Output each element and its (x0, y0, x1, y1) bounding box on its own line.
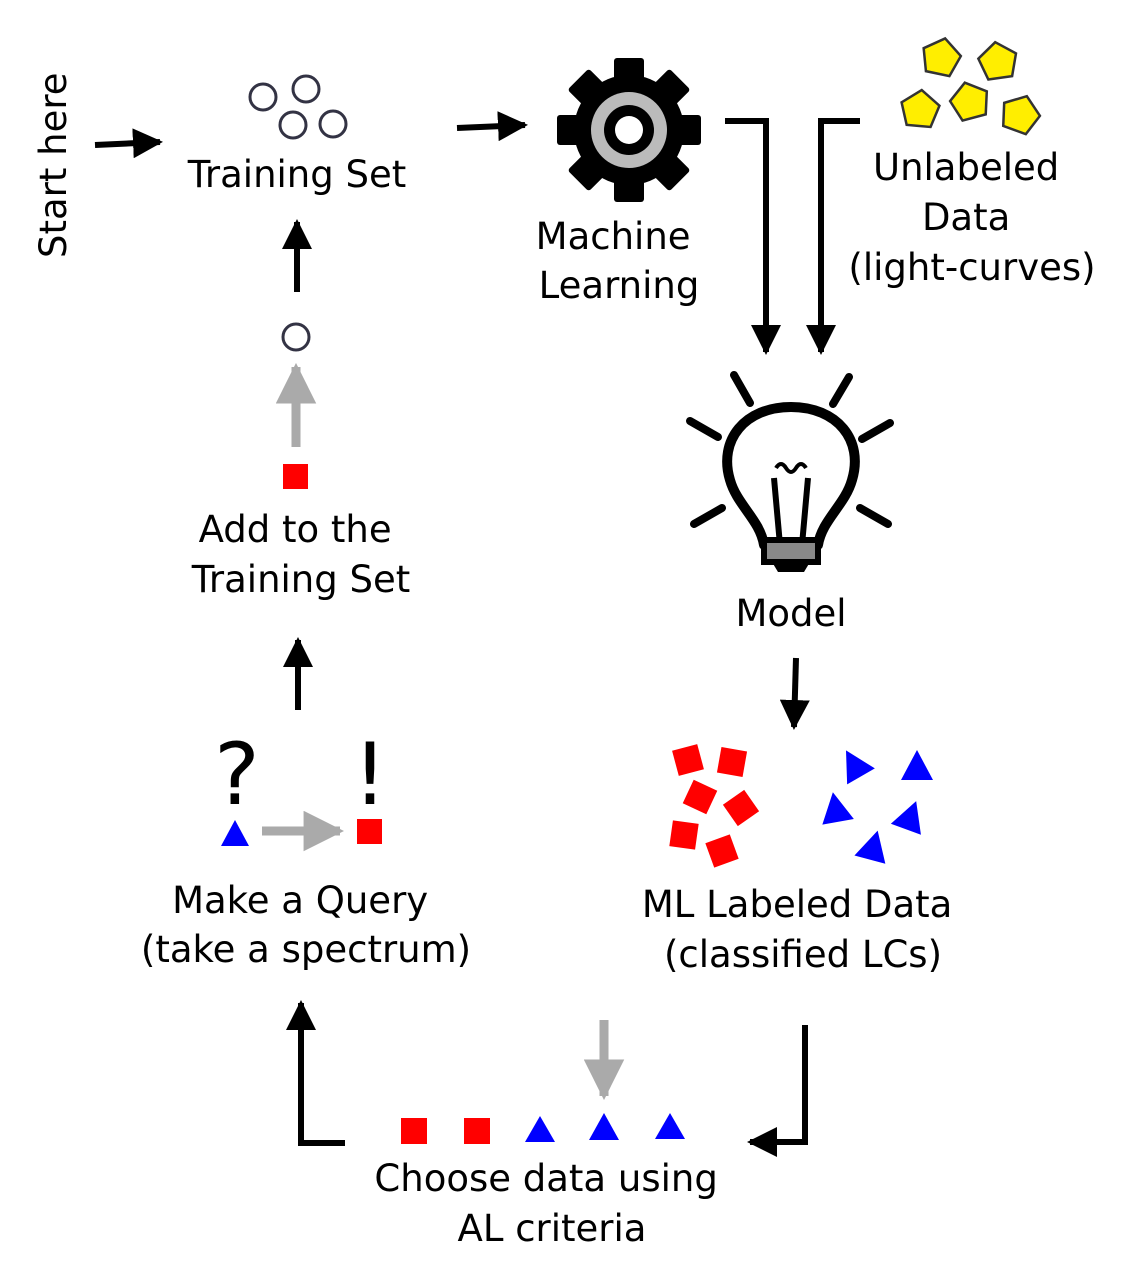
unlabeled-data-label: Unlabeled Data (light-curves) (848, 146, 1095, 289)
training-set-label: Training Set (187, 153, 407, 196)
arrow-start-to-training (94, 128, 163, 159)
circle-icon (291, 74, 321, 104)
arrow-labeled-to-choose (747, 1025, 808, 1157)
arrow-unlabeled-to-model (806, 118, 860, 355)
unlabeled-data-line-1: Unlabeled (873, 146, 1059, 189)
add-training-line-1: Add to the (199, 508, 392, 551)
add-training-line-2: Training Set (191, 558, 411, 601)
choose-data-line-2: AL criteria (458, 1207, 647, 1250)
lightbulb-icon (686, 371, 894, 572)
circle-icon (278, 110, 308, 140)
square-icon (722, 789, 760, 827)
make-query-line-2: (take a spectrum) (141, 928, 471, 971)
triangle-icon (822, 792, 854, 825)
square-icon (401, 1118, 427, 1144)
make-query-line-1: Make a Query (172, 879, 428, 922)
circle-icon (281, 322, 311, 352)
question-mark: ? (214, 725, 260, 825)
unlabeled-data-line-2: Data (922, 196, 1010, 239)
make-query-label: Make a Query (take a spectrum) (141, 879, 471, 971)
gear-icon (557, 58, 701, 202)
labeled-blue-triangles (822, 750, 933, 864)
triangle-icon (221, 820, 249, 846)
pentagon-icon (976, 40, 1018, 81)
triangle-icon (846, 750, 875, 785)
square-icon (705, 834, 739, 868)
triangle-icon (589, 1113, 619, 1140)
triangle-icon (854, 830, 886, 864)
pentagon-icon (900, 88, 941, 129)
ml-labeled-data-label: ML Labeled Data (classified LCs) (642, 883, 964, 976)
choose-data-line-1: Choose data using (374, 1157, 717, 1200)
arrow-training-to-ml (456, 111, 528, 142)
model-label: Model (735, 592, 846, 635)
square-icon (682, 779, 718, 815)
circle-icon (318, 109, 348, 139)
start-here-label: Start here (32, 72, 75, 258)
ml-labeled-data-line-1: ML Labeled Data (642, 883, 952, 926)
pentagon-icon (948, 81, 989, 123)
triangle-icon (890, 801, 921, 835)
triangle-icon (525, 1116, 555, 1142)
choose-row-shapes (401, 1113, 685, 1144)
arrow-model-to-labeled (779, 657, 810, 730)
machine-learning-line-1: Machine (536, 215, 691, 258)
pentagon-icon (922, 36, 963, 78)
square-icon (669, 820, 699, 850)
choose-data-label: Choose data using AL criteria (374, 1157, 729, 1250)
square-icon (716, 746, 748, 778)
arrow-choose-to-query (286, 1000, 345, 1146)
square-icon (283, 464, 308, 489)
labeled-red-squares (669, 744, 760, 868)
pentagon-icon (1001, 94, 1042, 136)
training-set-circles (248, 74, 348, 140)
ml-labeled-data-line-2: (classified LCs) (664, 933, 942, 976)
square-icon (357, 819, 382, 844)
add-training-label: Add to the Training Set (191, 508, 411, 601)
triangle-icon (655, 1113, 685, 1139)
unlabeled-pentagons (900, 36, 1042, 136)
triangle-icon (901, 750, 933, 780)
exclamation-mark: ! (353, 725, 387, 825)
machine-learning-line-2: Learning (539, 264, 700, 307)
circle-icon (248, 82, 278, 112)
arrow-ml-to-model (725, 118, 781, 355)
square-icon (464, 1118, 490, 1144)
machine-learning-label: Machine Learning (536, 215, 703, 307)
square-icon (672, 744, 704, 776)
unlabeled-data-line-3: (light-curves) (848, 246, 1095, 289)
